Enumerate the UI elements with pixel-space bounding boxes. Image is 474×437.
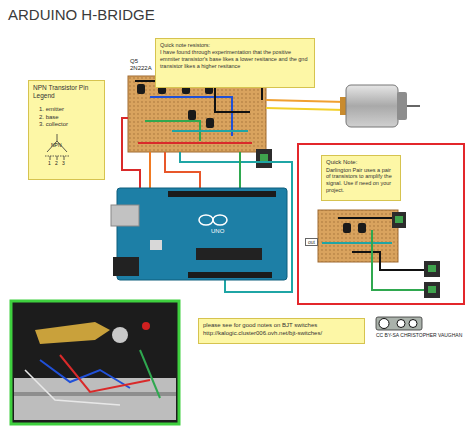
pin-number: 2 — [55, 160, 58, 166]
part-name: 2N222A — [130, 65, 152, 71]
connector-photo — [112, 327, 128, 343]
note-box: Quick note resistors:I have found throug… — [155, 38, 315, 88]
header-pins — [188, 272, 272, 278]
pin-item: 1. emitter — [39, 106, 100, 114]
pin-number: 1 — [48, 160, 51, 166]
wire — [352, 252, 425, 270]
pin-item: 2. base — [39, 114, 100, 122]
power-jack — [424, 261, 440, 277]
pin-item: 3. collector — [39, 121, 100, 129]
note-url: http://kalogic.cluster006.ovh.net/bjt-sw… — [203, 330, 360, 338]
dc-jack — [113, 257, 139, 276]
wire — [165, 152, 200, 190]
photo-detail — [142, 322, 150, 330]
power-jack — [395, 216, 403, 223]
perfboard — [318, 210, 398, 262]
diagram-title: ARDUINO H-BRIDGE — [8, 6, 155, 23]
motor-symbol — [346, 85, 398, 127]
credit-text: CC BY-SA CHRISTOPHER VAUGHAN — [376, 332, 462, 338]
transistor-symbol — [343, 223, 351, 233]
pin-number: 3 — [62, 160, 65, 166]
wire — [172, 130, 248, 132]
photo-wire — [140, 350, 160, 398]
power-jack — [428, 286, 436, 293]
legend-heading: NPN Transistor Pin Legend — [33, 84, 100, 100]
arduino-logo — [199, 215, 213, 225]
board-name: UNO — [211, 228, 224, 234]
transistor-symbol — [137, 84, 145, 94]
connector-photo — [35, 322, 110, 344]
symbol-name: NPN — [51, 142, 62, 148]
wire — [149, 152, 151, 190]
legend-box: NPN Transistor Pin Legend 1. emitter2. ba… — [28, 80, 105, 180]
perfboard-holes — [318, 210, 398, 262]
arduino-board — [117, 188, 287, 280]
power-jack — [260, 154, 268, 162]
wire — [322, 242, 392, 244]
cc-logo — [379, 319, 389, 329]
note-text: Darlington Pair uses a pair of transisto… — [326, 167, 396, 195]
header-pins — [168, 191, 276, 197]
arduino-logo — [213, 215, 227, 225]
note-box: Quick Note:Darlington Pair uses a pair o… — [321, 155, 401, 201]
wire — [266, 100, 345, 102]
transistor-symbol — [206, 118, 214, 128]
note-text: I have found through experimentation tha… — [160, 49, 310, 70]
photo-frame — [11, 301, 179, 424]
wire — [215, 86, 250, 112]
note-text: please see for good notes on BJT switche… — [203, 322, 360, 330]
photo-wire — [40, 360, 130, 388]
wire — [338, 218, 398, 222]
part-name: Q5 — [130, 58, 138, 64]
note-heading: Quick note resistors: — [160, 42, 310, 49]
wire — [239, 152, 241, 190]
cc-logo — [376, 317, 422, 330]
power-jack — [256, 149, 272, 168]
motor-cap — [397, 92, 407, 120]
cc-logo — [397, 320, 405, 328]
cc-logo — [409, 320, 417, 328]
wire — [122, 118, 140, 190]
power-jack — [428, 265, 436, 272]
note-box: please see for good notes on BJT switche… — [198, 318, 365, 344]
photo-wire — [60, 355, 150, 392]
power-jack — [392, 212, 406, 228]
note-heading: Quick Note: — [326, 159, 396, 167]
power-jack — [424, 282, 440, 298]
usb-port — [111, 205, 139, 226]
signal-name: out — [305, 238, 318, 246]
photo-wire — [25, 370, 120, 405]
wire — [266, 108, 345, 110]
transistor-symbol — [188, 110, 196, 120]
frame-box: out Quick Note:Darlington Pair uses a pai… — [297, 143, 465, 305]
wire — [372, 230, 425, 290]
wire — [138, 142, 252, 144]
motor-shaft — [407, 105, 420, 107]
reset-button — [150, 240, 162, 250]
microcontroller-chip — [196, 248, 262, 260]
breadboard-photo — [14, 392, 176, 396]
transistor-symbol — [358, 223, 366, 233]
